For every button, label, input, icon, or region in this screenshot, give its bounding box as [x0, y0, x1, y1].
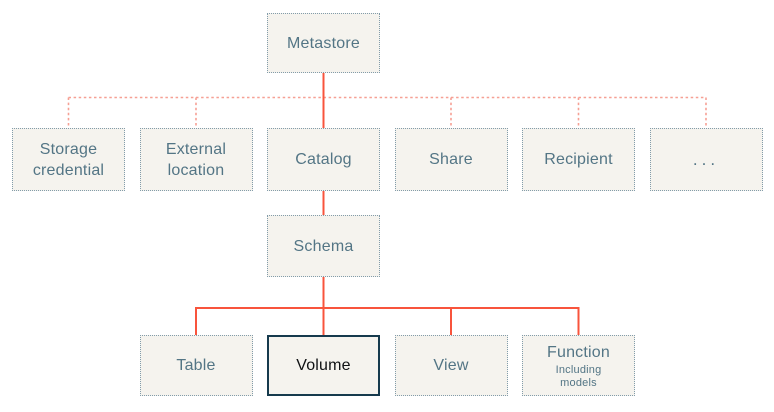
node-catalog: Catalog: [267, 128, 380, 191]
node-table-label: Table: [176, 357, 216, 374]
node-view: View: [394, 335, 508, 396]
node-table: Table: [139, 335, 253, 396]
node-schema-label: Schema: [293, 237, 354, 255]
node-external-location-label: External location: [165, 140, 227, 179]
node-metastore: Metastore: [267, 13, 380, 73]
node-catalog-label: Catalog: [295, 151, 352, 168]
node-recipient-label: Recipient: [544, 151, 613, 168]
node-storage-credential: Storage credential: [12, 128, 125, 191]
node-share: Share: [394, 128, 508, 191]
node-function-label: Function: [547, 343, 610, 361]
node-schema: Schema: [267, 215, 380, 277]
node-more-objects: ...: [649, 128, 763, 191]
node-recipient: Recipient: [522, 128, 635, 191]
node-function-sublabel: Including models: [555, 363, 602, 389]
node-view-label: View: [433, 357, 469, 374]
node-function: Function Including models: [522, 335, 635, 396]
node-storage-credential-label: Storage credential: [32, 140, 105, 179]
node-share-label: Share: [429, 151, 473, 168]
node-more-objects-label: ...: [692, 150, 720, 169]
node-volume-highlighted: Volume: [267, 335, 380, 396]
node-external-location: External location: [139, 128, 253, 191]
node-volume-label: Volume: [296, 357, 351, 374]
node-metastore-label: Metastore: [287, 34, 360, 52]
